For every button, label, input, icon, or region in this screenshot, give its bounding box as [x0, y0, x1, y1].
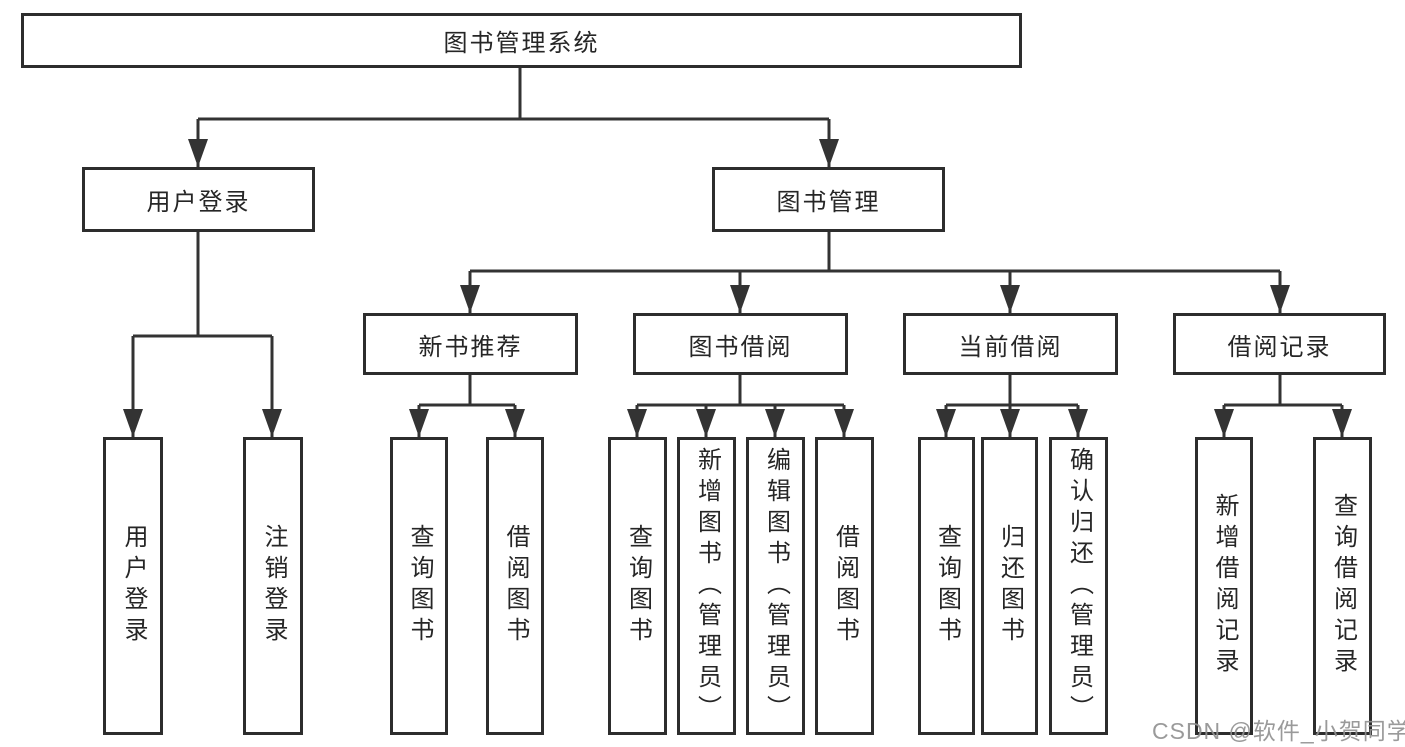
- node-label-leaf-confirm-return: 确认归还（管理员）: [1065, 446, 1093, 726]
- node-label-leaf-borrow-book-1: 借阅图书: [502, 524, 529, 648]
- node-label-leaf-edit-book: 编辑图书（管理员）: [762, 446, 790, 726]
- node-leaf-confirm-return: 确认归还（管理员）: [1049, 437, 1108, 735]
- node-leaf-edit-book: 编辑图书（管理员）: [746, 437, 805, 735]
- node-leaf-query-record: 查询借阅记录: [1313, 437, 1372, 735]
- node-label-new-book-recommend: 新书推荐: [418, 333, 523, 361]
- node-leaf-query-book-3: 查询图书: [918, 437, 975, 735]
- node-label-leaf-return-book: 归还图书: [996, 524, 1024, 648]
- node-new-book-recommend: 新书推荐: [363, 313, 578, 375]
- node-label-root: 图书管理系统: [443, 30, 600, 57]
- node-leaf-logout: 注销登录: [243, 437, 303, 735]
- node-borrow-records: 借阅记录: [1173, 313, 1386, 375]
- node-label-book-management: 图书管理: [776, 189, 881, 216]
- node-label-current-borrow: 当前借阅: [958, 333, 1063, 361]
- node-label-leaf-query-book-1: 查询图书: [406, 524, 433, 648]
- node-label-leaf-query-record: 查询借阅记录: [1329, 493, 1357, 679]
- node-label-leaf-add-book: 新增图书（管理员）: [693, 446, 721, 726]
- node-leaf-return-book: 归还图书: [981, 437, 1038, 735]
- node-leaf-query-book-1: 查询图书: [390, 437, 448, 735]
- node-label-leaf-user-login: 用户登录: [120, 524, 147, 648]
- node-leaf-borrow-book-2: 借阅图书: [815, 437, 874, 735]
- node-label-leaf-logout: 注销登录: [260, 524, 287, 648]
- node-leaf-add-book: 新增图书（管理员）: [677, 437, 736, 735]
- node-leaf-add-record: 新增借阅记录: [1195, 437, 1253, 735]
- node-current-borrow: 当前借阅: [903, 313, 1118, 375]
- node-user-login-group: 用户登录: [82, 167, 315, 232]
- node-book-management: 图书管理: [712, 167, 945, 232]
- node-leaf-user-login: 用户登录: [103, 437, 163, 735]
- node-label-leaf-query-book-3: 查询图书: [933, 524, 961, 648]
- csdn-watermark: CSDN @软件_小贺同学: [1152, 718, 1405, 744]
- node-label-leaf-borrow-book-2: 借阅图书: [831, 524, 859, 648]
- node-label-leaf-query-book-2: 查询图书: [624, 524, 652, 648]
- node-label-borrow-records: 借阅记录: [1227, 333, 1332, 361]
- node-label-book-borrow: 图书借阅: [688, 333, 793, 361]
- node-leaf-query-book-2: 查询图书: [608, 437, 667, 735]
- node-root: 图书管理系统: [21, 13, 1022, 68]
- node-label-user-login-group: 用户登录: [146, 189, 251, 216]
- node-leaf-borrow-book-1: 借阅图书: [486, 437, 544, 735]
- node-label-leaf-add-record: 新增借阅记录: [1211, 493, 1238, 679]
- node-book-borrow: 图书借阅: [633, 313, 848, 375]
